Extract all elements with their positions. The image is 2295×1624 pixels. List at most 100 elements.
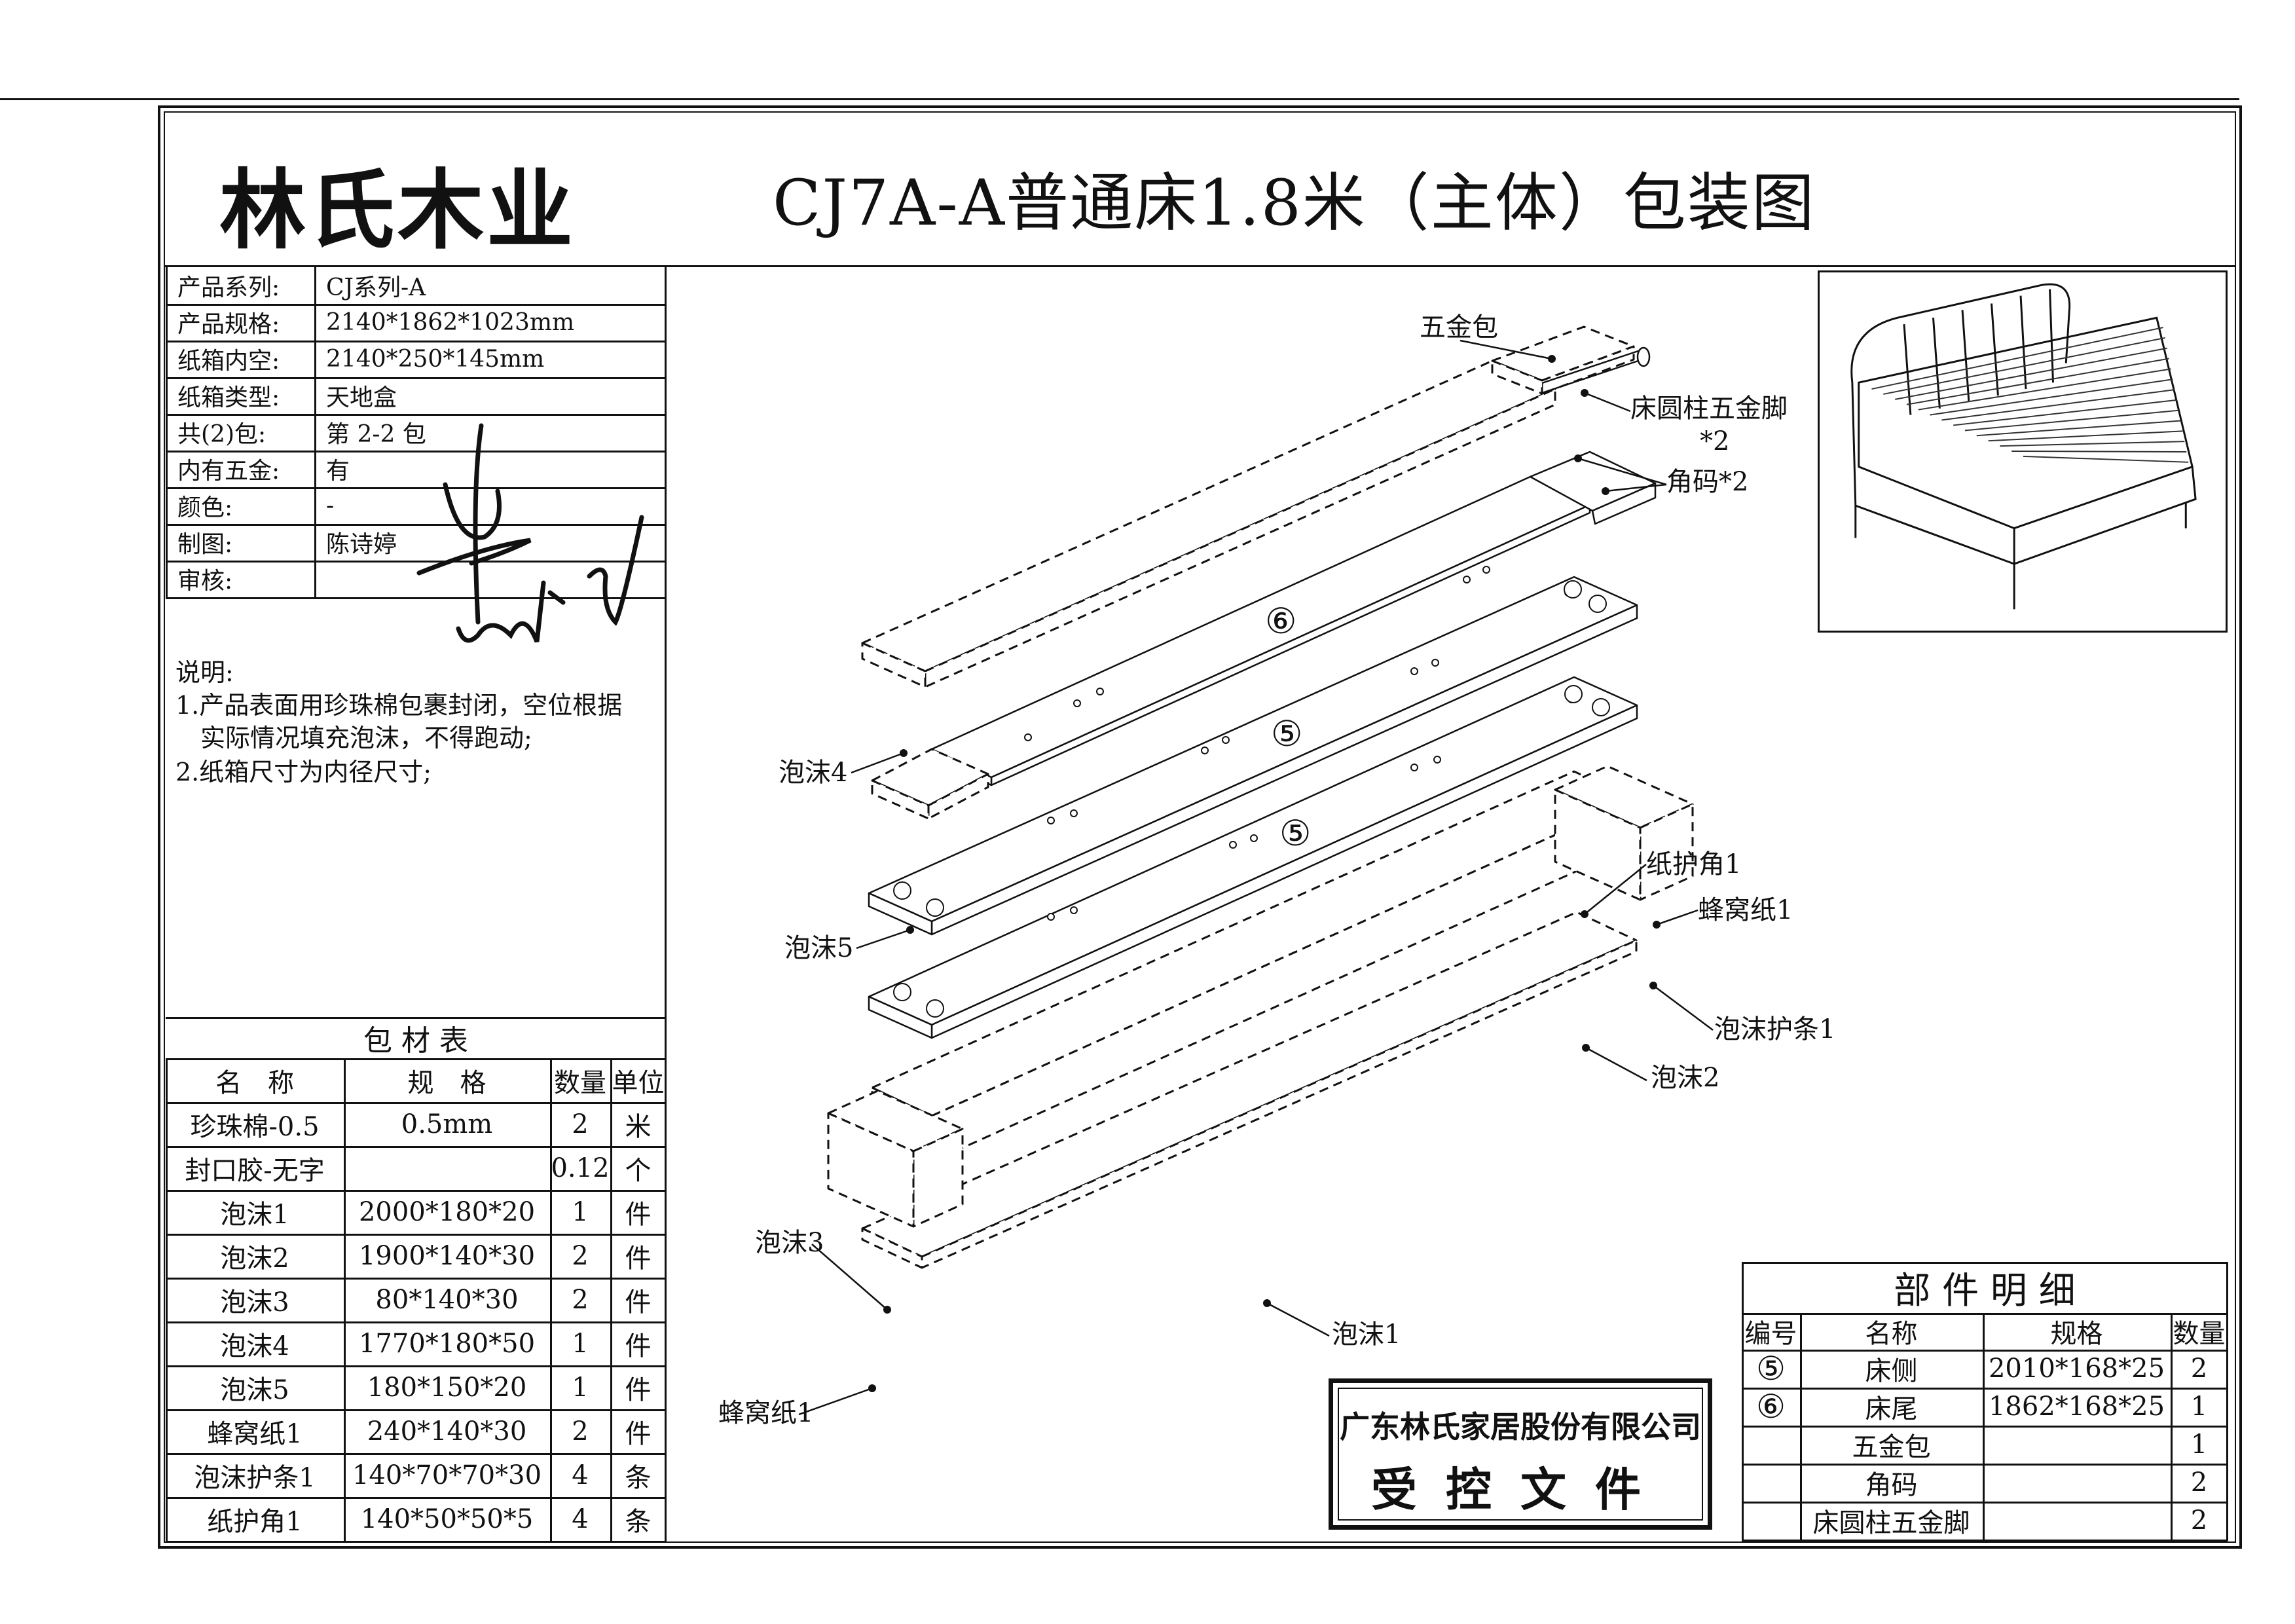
bed-slat	[1930, 378, 2173, 416]
table-rule	[166, 1541, 666, 1543]
leader-line	[1577, 457, 1667, 486]
table-rule	[166, 267, 168, 597]
info-label: 产品规格:	[177, 311, 280, 338]
table-rule	[314, 267, 316, 597]
materials-cell: 泡沫5	[220, 1375, 289, 1405]
table-rule	[166, 377, 666, 379]
materials-cell: 4	[572, 1460, 589, 1490]
table-rule	[166, 1102, 666, 1104]
materials-cell: 1	[572, 1328, 589, 1359]
info-value: CJ系列-A	[326, 274, 426, 301]
materials-title: 包 材 表	[363, 1024, 468, 1058]
materials-cell: 件	[625, 1199, 652, 1230]
table-rule	[1742, 1350, 2228, 1352]
table-rule	[166, 1365, 666, 1367]
label-honeycomb-right: 蜂窝纸1	[1698, 895, 1793, 925]
bed-slat	[1894, 347, 2167, 400]
parts-header: 规格	[2050, 1319, 2103, 1349]
leader-line	[1266, 1302, 1330, 1337]
table-rule	[166, 1190, 666, 1192]
materials-cell: 180*150*20	[367, 1372, 527, 1403]
materials-cell: 个	[625, 1155, 652, 1186]
screw-hole	[1410, 764, 1418, 771]
materials-cell: 2000*180*20	[358, 1196, 536, 1227]
screw-hole	[1588, 595, 1607, 613]
bed-slat	[2011, 451, 2187, 452]
bed-slat	[2023, 455, 2189, 463]
materials-cell: 1	[572, 1372, 589, 1403]
parts-cell: 1862*168*25	[1988, 1392, 2165, 1422]
materials-cell: 米	[625, 1111, 652, 1142]
label-foam1: 泡沫1	[1332, 1320, 1401, 1350]
foam1-side	[921, 939, 1638, 1269]
parts-cell: 2	[2190, 1505, 2208, 1536]
screw-hole	[1222, 736, 1230, 744]
bed-leg-end	[1636, 346, 1651, 367]
controlled-document-stamp: 广东林氏家居股份有限公司 受控文件	[1329, 1378, 1712, 1530]
table-rule	[166, 1321, 666, 1323]
table-rule	[166, 1058, 168, 1541]
notes-heading: 说明:	[175, 658, 234, 687]
screw-hole	[1047, 817, 1055, 824]
label-leg-qty: *2	[1700, 426, 1730, 456]
bed-slat	[1976, 420, 2181, 437]
label-foam2: 泡沫2	[1651, 1063, 1720, 1093]
screw-hole	[926, 999, 944, 1018]
foam5-end	[871, 779, 930, 820]
foam1-end	[861, 1227, 923, 1269]
screw-hole	[1433, 756, 1441, 764]
materials-header: 单位	[612, 1067, 665, 1098]
screw-hole	[1592, 698, 1610, 716]
info-label: 纸箱类型:	[177, 384, 280, 411]
screw-hole	[1229, 841, 1237, 849]
leader-line	[1584, 392, 1631, 413]
materials-cell: 条	[625, 1506, 652, 1537]
info-label: 纸箱内空:	[177, 348, 280, 375]
table-rule	[166, 1453, 666, 1455]
parts-header: 编号	[1744, 1319, 1797, 1349]
board-5-upper-end	[868, 892, 933, 936]
table-rule	[166, 487, 666, 489]
table-rule	[2226, 1262, 2228, 1541]
table-rule	[1742, 1262, 1744, 1541]
leader-dot	[1548, 355, 1556, 363]
materials-header: 数量	[554, 1067, 606, 1098]
table-rule	[166, 1017, 666, 1019]
table-rule	[166, 341, 666, 342]
table-rule	[344, 1058, 346, 1541]
table-rule	[1742, 1388, 2228, 1390]
parts-cell: 1	[2190, 1430, 2208, 1460]
brand-logo: 林氏木业	[219, 160, 576, 261]
screw-hole	[1250, 834, 1258, 842]
table-rule	[166, 1497, 666, 1499]
leader-dot	[1574, 454, 1582, 462]
leader-dot	[900, 749, 908, 757]
note-line: 实际情况填充泡沫，不得跑动;	[175, 724, 532, 752]
board-5-lower-end	[868, 995, 933, 1039]
leader-line	[856, 929, 911, 950]
materials-cell: 泡沫1	[220, 1199, 289, 1230]
table-rule	[166, 414, 666, 416]
materials-cell: 2	[572, 1416, 589, 1447]
materials-cell: 0.12	[551, 1153, 610, 1183]
screw-hole	[1482, 566, 1490, 574]
table-rule	[166, 524, 666, 526]
leader-dot	[1653, 921, 1661, 929]
parts-cell: 床圆柱五金脚	[1812, 1508, 1970, 1538]
hardware-pack-end	[1491, 360, 1543, 395]
info-value: 有	[326, 458, 350, 485]
materials-cell: 0.5mm	[401, 1109, 493, 1139]
leader-dot	[1582, 1044, 1590, 1052]
materials-cell: 泡沫2	[220, 1243, 289, 1274]
materials-cell: 4	[572, 1504, 589, 1534]
materials-cell: 2	[572, 1109, 589, 1139]
materials-cell: 1	[572, 1196, 589, 1227]
materials-cell: 140*70*70*30	[352, 1460, 542, 1490]
table-rule	[1742, 1426, 2228, 1428]
materials-cell: 2	[572, 1284, 589, 1315]
parts-cell	[1983, 1464, 2171, 1502]
drawing-frame-inner	[164, 111, 2236, 1543]
left-column-divider	[665, 265, 667, 1542]
materials-cell: 1900*140*30	[358, 1240, 536, 1271]
